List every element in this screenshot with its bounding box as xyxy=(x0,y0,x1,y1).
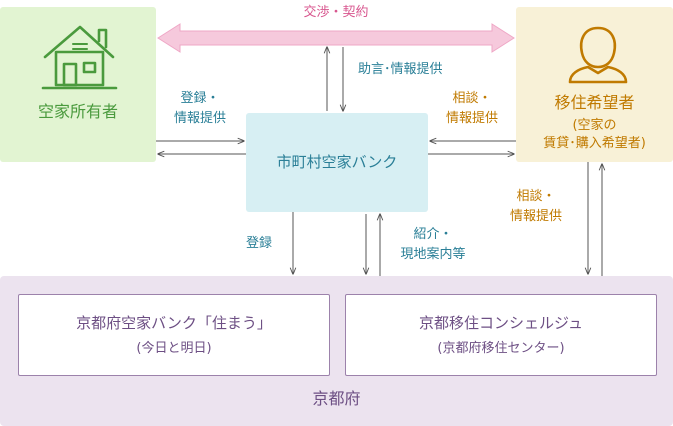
concierge-label: 京都移住コンシェルジュ xyxy=(419,314,583,332)
owner-edge-label-1: 登録・ xyxy=(180,91,220,106)
sumau-label: 京都府空家バンク「住まう」 xyxy=(76,314,272,332)
negotiation-label: 交渉・契約 xyxy=(303,5,369,20)
person-icon xyxy=(568,26,628,84)
concierge-node xyxy=(345,294,657,376)
bank-kyoto-label: 登録 xyxy=(246,236,273,251)
sumau-sub-label: (今日と明日) xyxy=(136,341,212,356)
negotiation-arrow xyxy=(157,23,515,53)
advice-label: 助言･情報提供 xyxy=(358,62,443,77)
mover-edge-label-2: 情報提供 xyxy=(445,111,498,126)
mover-node xyxy=(516,7,673,162)
mover-kyoto-label-2: 情報提供 xyxy=(509,209,562,224)
mover-edge-label-1: 相談・ xyxy=(452,91,492,106)
kyoto-bank-label-1: 紹介・ xyxy=(413,227,453,242)
mover-sub-label-2: 賃貸･購入希望者) xyxy=(543,136,646,151)
bank-node xyxy=(246,113,428,212)
bank-label: 市町村空家バンク xyxy=(276,153,398,171)
house-icon xyxy=(41,25,118,90)
concierge-sub-label: (京都府移住センター) xyxy=(437,341,565,356)
kyoto-bank-label-2: 現地案内等 xyxy=(400,247,466,262)
mover-kyoto-label-1: 相談・ xyxy=(516,189,556,204)
kyoto-label: 京都府 xyxy=(312,389,361,408)
mover-sub-label-1: (空家の xyxy=(572,118,617,133)
owner-edge-label-2: 情報提供 xyxy=(173,111,226,126)
owner-label: 空家所有者 xyxy=(37,102,118,121)
mover-label: 移住希望者 xyxy=(554,93,635,112)
sumau-bank-node xyxy=(18,294,330,376)
